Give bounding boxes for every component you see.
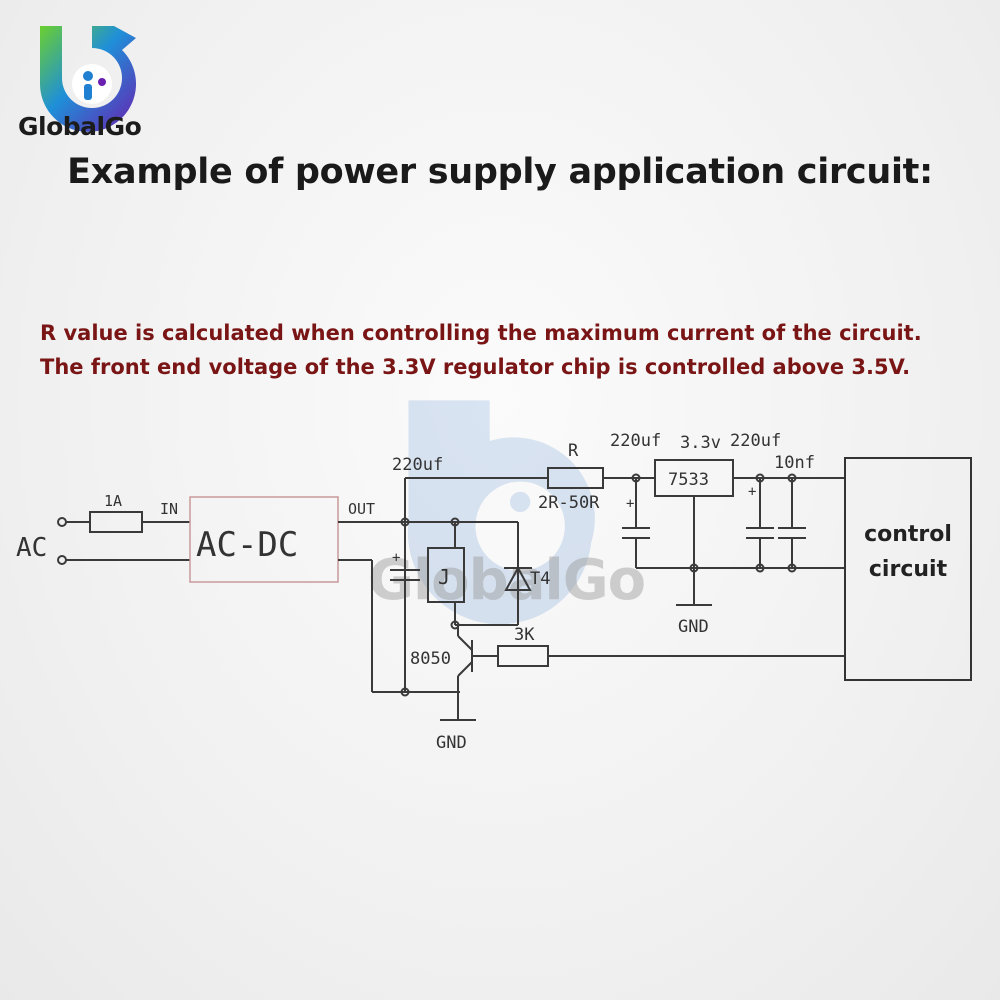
control-circuit-box [844,457,972,681]
fuse [89,511,143,533]
relay-coil [427,547,465,603]
fuse-label: 1A [104,492,122,510]
ac-dc-module [189,496,339,583]
cap1-plus: + [392,550,400,566]
vreg-voltage: 3.3v [680,433,721,453]
page-title: Example of power supply application circ… [67,152,933,192]
cap4-label: 10nf [774,453,815,473]
out-label: OUT [348,500,375,518]
control-label-line2: circuit [869,557,948,582]
ac-dc-label: AC-DC [196,525,298,565]
resistor-3k-label: 3K [514,625,535,645]
junction-node [400,687,410,697]
cap3-label: 220uf [730,431,781,451]
resistor-3k [497,645,549,667]
globalgo-logo [40,26,136,132]
resistor-r-range: 2R-50R [538,493,600,513]
transistor-label: 8050 [410,649,451,669]
cap2-label: 220uf [610,431,661,451]
flyback-diode [504,565,532,591]
ac-terminal-bottom [57,555,67,565]
ac-terminal-top [57,517,67,527]
diode-label: T4 [530,569,550,589]
control-label-line1: control [864,522,952,547]
in-label: IN [160,500,178,518]
cap2-plus: + [626,496,634,512]
logo-wordmark: GlobalGo [18,112,142,141]
cap1-label: 220uf [392,455,443,475]
resistor-r [547,467,604,489]
vreg-label: 7533 [668,470,709,490]
gnd-bottom-label: GND [436,733,467,753]
junction-node [400,517,410,527]
cap3-plus: + [748,484,756,500]
ac-label: AC [16,533,47,563]
resistor-r-label: R [568,441,579,461]
gnd-right-label: GND [678,617,709,637]
explanation-note: R value is calculated when controlling t… [40,321,922,379]
relay-label: J [438,565,450,589]
